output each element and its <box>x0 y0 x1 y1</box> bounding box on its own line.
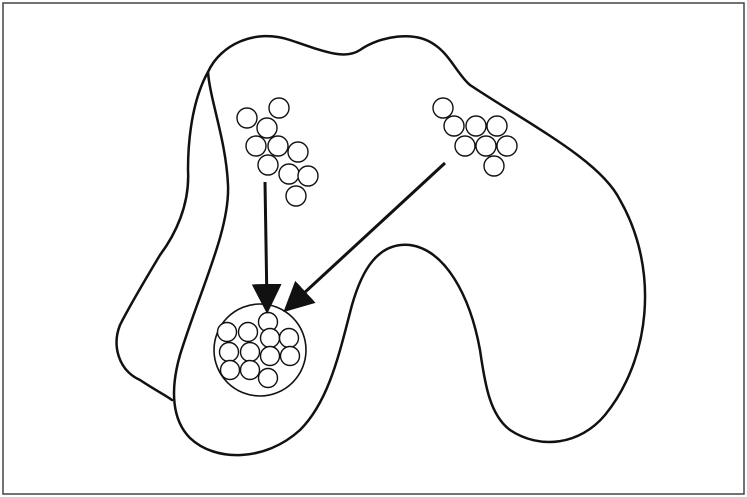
circle-cell-icon <box>486 115 508 137</box>
circle-cell-icon <box>285 185 307 207</box>
circle-cell-icon <box>237 321 259 343</box>
circle-cell-icon <box>268 97 290 119</box>
circle-cell-icon <box>454 135 476 157</box>
circle-cell-icon <box>475 135 497 157</box>
femur-condyle-outline-icon <box>115 34 647 457</box>
arrow-right-diagonal <box>283 161 447 313</box>
arrow-left-down <box>251 181 282 314</box>
circle-cell-icon <box>219 359 241 381</box>
circle-cell-icon <box>496 135 518 157</box>
cell-cluster-left <box>236 97 319 207</box>
circle-cell-icon <box>465 115 487 137</box>
circle-cell-icon <box>279 345 301 367</box>
circle-cell-icon <box>278 163 300 185</box>
circle-cell-icon <box>239 341 261 363</box>
cell-cluster-target <box>213 303 307 397</box>
circle-cell-icon <box>218 341 240 363</box>
circle-cell-icon <box>236 107 258 129</box>
circle-cell-icon <box>483 155 505 177</box>
circle-cell-icon <box>297 165 319 187</box>
posterior-condyle-outline <box>115 70 210 402</box>
circle-cell-icon <box>257 367 279 389</box>
cell-cluster-right <box>432 97 518 177</box>
circle-cell-icon <box>239 359 261 381</box>
circle-cell-icon <box>443 115 465 137</box>
circle-cell-icon <box>287 141 309 163</box>
circle-cell-icon <box>267 135 289 157</box>
circle-cell-icon <box>432 97 454 119</box>
main-condyle-outline <box>172 34 647 457</box>
circle-cell-icon <box>278 327 300 349</box>
circle-cell-icon <box>245 135 267 157</box>
circle-cell-icon <box>259 345 281 367</box>
circle-cell-icon <box>216 321 238 343</box>
circle-cell-icon <box>259 327 281 349</box>
circle-cell-icon <box>256 117 278 139</box>
circle-cell-icon <box>257 154 279 176</box>
